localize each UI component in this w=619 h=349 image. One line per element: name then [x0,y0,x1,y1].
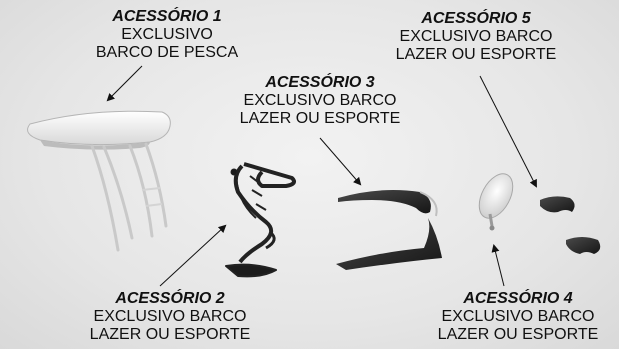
caption-title: ACESSÓRIO 4 [463,290,573,307]
pointer-accessory-4 [491,244,505,287]
caption-title: ACESSÓRIO 5 [421,10,531,27]
caption-accessory-1: ACESSÓRIO 1 EXCLUSIVO BARCO DE PESCA [72,8,262,62]
caption-line: LAZER OU ESPORTE [437,325,599,343]
pointer-accessory-3 [319,137,362,186]
caption-title: ACESSÓRIO 3 [265,74,375,91]
caption-line: LAZER OU ESPORTE [395,45,557,63]
caption-line: LAZER OU ESPORTE [89,325,251,343]
caption-accessory-5: ACESSÓRIO 5 EXCLUSIVO BARCO LAZER OU ESP… [378,10,574,64]
pointer-accessory-2 [159,224,227,287]
accessory-1-t-top-image [27,110,171,252]
pointer-accessory-1 [106,65,143,102]
accessory-3-fins-image [336,190,442,270]
caption-line: EXCLUSIVO BARCO [93,307,247,325]
caption-line: BARCO DE PESCA [95,43,239,61]
caption-line: EXCLUSIVO BARCO [399,27,553,45]
caption-line: EXCLUSIVO BARCO [243,91,397,109]
caption-line: LAZER OU ESPORTE [239,109,401,127]
caption-line: EXCLUSIVO [121,25,213,43]
accessory-2-frame-image [225,162,296,278]
caption-accessory-2: ACESSÓRIO 2 EXCLUSIVO BARCO LAZER OU ESP… [72,290,268,344]
accessory-4-plate-image [478,173,514,231]
caption-line: EXCLUSIVO BARCO [441,307,595,325]
caption-title: ACESSÓRIO 1 [112,8,222,25]
caption-title: ACESSÓRIO 2 [115,290,225,307]
caption-accessory-3: ACESSÓRIO 3 EXCLUSIVO BARCO LAZER OU ESP… [222,74,418,128]
accessory-5-pieces-image [540,196,601,254]
caption-accessory-4: ACESSÓRIO 4 EXCLUSIVO BARCO LAZER OU ESP… [420,290,616,344]
pointer-accessory-5 [479,75,537,188]
